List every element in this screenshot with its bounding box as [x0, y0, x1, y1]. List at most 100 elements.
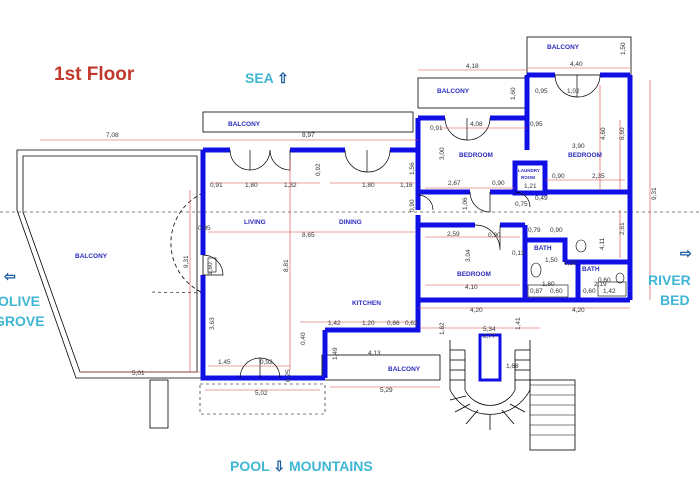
room-bath-1: BATH — [534, 245, 552, 252]
direction-olive-1: OLIVE — [0, 293, 41, 309]
dim-120: 1,20 — [362, 320, 375, 327]
fixtures — [207, 239, 627, 298]
sea-label: SEA — [245, 70, 274, 86]
up-arrow-icon: ⇧ — [277, 70, 289, 86]
dim-931r: 9,31 — [651, 187, 658, 200]
dim-160: 1,60 — [510, 87, 517, 100]
dim-079: 0,79 — [528, 227, 541, 234]
dim-267: 2,67 — [448, 180, 461, 187]
dim-259: 2,59 — [447, 231, 460, 238]
pool-label: POOL — [230, 458, 270, 474]
dim-304: 3,04 — [465, 249, 472, 262]
dim-142: 1,42 — [603, 288, 616, 295]
room-laundry-2: ROOM — [521, 175, 535, 180]
staircase-core — [478, 333, 502, 382]
room-balcony-right: BALCONY — [547, 44, 580, 51]
down-arrow-icon: ⇩ — [273, 458, 286, 474]
dim-931l: 9,31 — [183, 255, 190, 268]
dim-418: 4,18 — [466, 63, 479, 70]
dim-013: 0,13 — [512, 250, 525, 257]
dim-420a: 4,20 — [470, 307, 483, 314]
dim-075: 0,75 — [515, 201, 528, 208]
dim-897: 8,97 — [302, 132, 315, 139]
dim-102: 1,02 — [567, 88, 580, 95]
room-balcony-bottom: BALCONY — [388, 366, 421, 373]
dim-050: 0,50 — [564, 260, 577, 267]
dim-092b: 0,92 — [260, 359, 273, 366]
room-bedroom-1: BEDROOM — [459, 152, 493, 159]
dim-150: 1,50 — [620, 42, 627, 55]
dim-235: 2,35 — [592, 173, 605, 180]
dim-160b: 1,60 — [207, 262, 214, 275]
dim-116: 1,16 — [400, 182, 413, 189]
dim-141: 1,41 — [515, 317, 522, 330]
right-arrow-icon: ⇨ — [680, 245, 692, 261]
balcony-bottom-outline — [321, 354, 441, 381]
dim-025: 0,25 — [285, 369, 292, 382]
dim-277: 2,77 — [483, 333, 496, 340]
direction-river-1: RIVER — [648, 272, 691, 288]
balcony-top-outline — [202, 111, 414, 133]
room-bedroom-2: BEDROOM — [568, 152, 602, 159]
mountains-label: MOUNTAINS — [288, 458, 373, 474]
dim-149: 1,49 — [332, 347, 339, 360]
dim-106: 1,06 — [462, 197, 469, 210]
dim-460: 4,60 — [600, 127, 607, 140]
spiral-stair — [449, 340, 531, 430]
dim-091b: 0,91 — [210, 182, 223, 189]
room-bath-2: BATH — [582, 266, 600, 273]
dim-529: 5,29 — [380, 387, 393, 394]
dim-090b: 0,90 — [552, 173, 565, 180]
direction-river-2: BED — [660, 292, 690, 308]
dim-095c: 0,95 — [198, 225, 211, 232]
dim-261: 2,61 — [619, 222, 626, 235]
dim-095: 0,95 — [535, 88, 548, 95]
dim-142b: 1,42 — [328, 320, 341, 327]
dim-162: 1,62 — [439, 322, 446, 335]
dim-501: 5,01 — [132, 370, 145, 377]
dim-660: 6,60 — [619, 127, 626, 140]
balcony-door-arc — [170, 192, 204, 294]
dim-086: 0,86 — [387, 320, 400, 327]
dim-180a: 1,80 — [245, 182, 258, 189]
dim-090a: 0,90 — [492, 180, 505, 187]
dim-865: 8,65 — [302, 232, 315, 239]
dim-168: 1,68 — [506, 363, 519, 370]
dim-219: 2,19 — [594, 281, 607, 288]
dim-132: 1,32 — [284, 182, 297, 189]
dim-150b: 1,50 — [545, 257, 558, 264]
dim-502: 5,02 — [255, 390, 268, 397]
dim-040: 0,40 — [300, 332, 307, 345]
dim-420b: 4,20 — [572, 307, 585, 314]
room-balcony-top: BALCONY — [228, 121, 261, 128]
dim-049: 0,49 — [535, 195, 548, 202]
dim-063: 0,63 — [405, 320, 418, 327]
dim-156: 1,56 — [409, 162, 416, 175]
dim-411: 4,11 — [599, 237, 606, 250]
dim-090c: 0,90 — [409, 199, 416, 212]
dim-390: 3,90 — [572, 143, 585, 150]
room-living: LIVING — [244, 219, 266, 226]
dim-180c: 1,80 — [542, 281, 555, 288]
room-bedroom-3: BEDROOM — [457, 271, 491, 278]
dim-087: 0,87 — [530, 288, 543, 295]
dim-121: 1,21 — [524, 183, 537, 190]
stair-treads — [530, 384, 575, 436]
dim-091a: 0,91 — [430, 125, 443, 132]
room-balcony-left: BALCONY — [75, 253, 108, 260]
direction-pool-mountains: POOL ⇩ MOUNTAINS — [230, 458, 373, 475]
dim-440: 4,40 — [570, 61, 583, 68]
dim-090e: 0,90 — [550, 227, 563, 234]
dim-145: 1,45 — [218, 359, 231, 366]
direction-olive-2: GROVE — [0, 313, 45, 329]
dimension-labels: 7,08 8,97 4,18 4,40 1,60 1,50 0,95 1,02 … — [106, 42, 658, 397]
page-title: 1st Floor — [54, 64, 135, 85]
dimension-lines — [40, 67, 651, 391]
dim-300: 3,00 — [439, 147, 446, 160]
pillar-left — [149, 379, 169, 429]
room-laundry-1: LAUNDRY — [518, 168, 540, 173]
dim-410: 4,10 — [465, 284, 478, 291]
left-arrow-icon: ⇦ — [4, 268, 16, 284]
dim-413: 4,13 — [368, 350, 381, 357]
